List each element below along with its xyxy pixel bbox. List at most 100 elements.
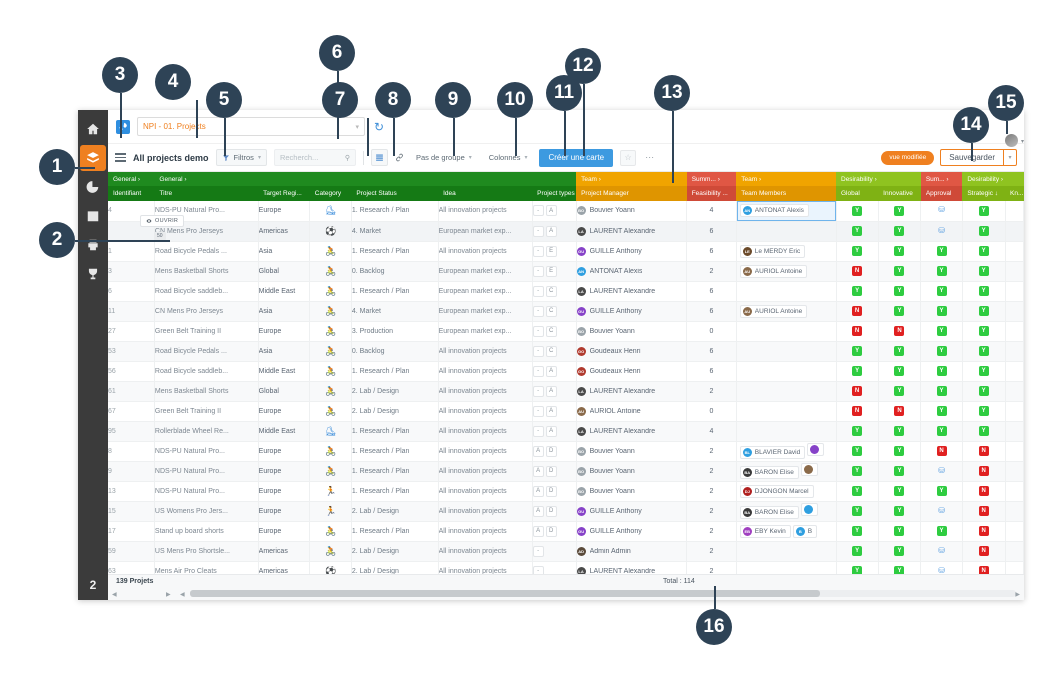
cell-innovative[interactable]: N bbox=[878, 401, 922, 422]
cell-global[interactable]: Y bbox=[836, 461, 879, 482]
cell-project-types[interactable]: - bbox=[532, 541, 577, 562]
cell-idea[interactable]: All innovation projects bbox=[438, 541, 533, 562]
cell-global[interactable]: Y bbox=[836, 521, 879, 542]
cell-project-types[interactable]: -C bbox=[532, 301, 577, 322]
cell-project-status[interactable]: 1. Research / Plan bbox=[351, 361, 439, 382]
cell-global[interactable]: N bbox=[836, 301, 879, 322]
cell-idea[interactable]: All innovation projects bbox=[438, 201, 533, 222]
group-header[interactable]: Sum... › bbox=[920, 172, 963, 186]
cell-project-status[interactable]: 1. Research / Plan bbox=[351, 201, 439, 222]
cell-approval[interactable]: Y bbox=[920, 281, 963, 302]
cell-strategic[interactable]: Y bbox=[962, 341, 1006, 362]
cell-strategic[interactable]: Y bbox=[962, 361, 1006, 382]
cell-category[interactable]: 🚴 bbox=[309, 461, 352, 482]
cell-project-status[interactable]: 1. Research / Plan bbox=[351, 281, 439, 302]
cell-approval[interactable]: Y bbox=[920, 401, 963, 422]
cell-knowledge[interactable] bbox=[1005, 381, 1024, 402]
cell-strategic[interactable]: Y bbox=[962, 321, 1006, 342]
cell-titre[interactable]: Stand up board shorts bbox=[154, 521, 259, 542]
cell-identifiant[interactable]: 61 bbox=[108, 381, 155, 402]
cell-feasibility[interactable]: 2 bbox=[686, 501, 737, 522]
cell-feasibility[interactable]: 6 bbox=[686, 341, 737, 362]
cell-target-region[interactable]: Europe bbox=[258, 441, 311, 462]
create-card-button[interactable]: Créer une carte bbox=[539, 148, 614, 167]
cell-category[interactable]: 🚴 bbox=[309, 321, 352, 342]
cell-team-members[interactable] bbox=[736, 321, 837, 342]
cell-titre[interactable]: US Womens Pro Jers... bbox=[154, 501, 259, 522]
table-density-button[interactable] bbox=[370, 149, 388, 166]
scroll-left-icon-2[interactable]: ◀ bbox=[180, 592, 185, 598]
cell-idea[interactable]: All innovation projects bbox=[438, 401, 533, 422]
column-header[interactable]: Strategic ↓ bbox=[962, 186, 1005, 201]
cell-knowledge[interactable] bbox=[1005, 241, 1024, 262]
cell-approval[interactable]: Y bbox=[920, 261, 963, 282]
cell-innovative[interactable]: Y bbox=[878, 261, 922, 282]
menu-burger-icon[interactable] bbox=[115, 153, 126, 162]
cell-titre[interactable]: Road Bicycle saddleb... bbox=[154, 361, 259, 382]
cell-target-region[interactable]: Global bbox=[258, 261, 311, 282]
cell-target-region[interactable]: Global bbox=[258, 381, 311, 402]
group-by-button[interactable]: Pas de groupe ▾ bbox=[411, 149, 477, 166]
cell-global[interactable]: N bbox=[836, 261, 879, 282]
cell-idea[interactable]: All innovation projects bbox=[438, 441, 533, 462]
cell-innovative[interactable]: Y bbox=[878, 201, 922, 222]
horizontal-scrollbar[interactable] bbox=[190, 590, 1016, 597]
cell-strategic[interactable]: N bbox=[962, 441, 1006, 462]
cell-project-status[interactable]: 1. Research / Plan bbox=[351, 461, 439, 482]
column-header[interactable]: Feasibility ... bbox=[686, 186, 737, 201]
more-options-icon[interactable]: ⋯ bbox=[645, 152, 655, 162]
cell-project-types[interactable]: -E bbox=[532, 261, 577, 282]
scroll-right-icon[interactable]: ▶ bbox=[166, 592, 171, 598]
cell-category[interactable]: 🚴 bbox=[309, 401, 352, 422]
cell-target-region[interactable]: Middle East bbox=[258, 421, 311, 442]
cell-strategic[interactable]: N bbox=[962, 541, 1006, 562]
cell-approval[interactable]: Y bbox=[920, 341, 963, 362]
column-header[interactable]: Project Status bbox=[351, 186, 439, 201]
cell-identifiant[interactable]: 17 bbox=[108, 521, 155, 542]
column-header[interactable]: Identifiant bbox=[108, 186, 155, 201]
cell-global[interactable]: Y bbox=[836, 281, 879, 302]
cell-category[interactable]: ⚽ bbox=[309, 221, 352, 242]
cell-project-status[interactable]: 2. Lab / Design bbox=[351, 401, 439, 422]
cell-idea[interactable]: European market exp... bbox=[438, 321, 533, 342]
cell-knowledge[interactable] bbox=[1005, 341, 1024, 362]
cell-project-status[interactable]: 2. Lab / Design bbox=[351, 381, 439, 402]
cell-knowledge[interactable] bbox=[1005, 541, 1024, 562]
column-header[interactable]: Project types bbox=[532, 186, 577, 201]
cell-category[interactable]: 🚴 bbox=[309, 381, 352, 402]
cell-identifiant[interactable]: 13 bbox=[108, 481, 155, 502]
cell-approval[interactable]: N bbox=[920, 441, 963, 462]
cell-feasibility[interactable]: 6 bbox=[686, 361, 737, 382]
cell-team-members[interactable] bbox=[736, 541, 837, 562]
cell-innovative[interactable]: Y bbox=[878, 521, 922, 542]
group-header[interactable]: Desirability › bbox=[962, 172, 1024, 186]
cell-target-region[interactable]: Middle East bbox=[258, 281, 311, 302]
cell-target-region[interactable]: Asia bbox=[258, 241, 311, 262]
cell-target-region[interactable]: Asia bbox=[258, 341, 311, 362]
cell-knowledge[interactable] bbox=[1005, 221, 1024, 242]
group-header[interactable]: General › bbox=[108, 172, 155, 186]
cell-approval[interactable]: ⛁ bbox=[920, 461, 963, 482]
cell-knowledge[interactable] bbox=[1005, 481, 1024, 502]
cell-feasibility[interactable]: 0 bbox=[686, 401, 737, 422]
cell-project-status[interactable]: 1. Research / Plan bbox=[351, 421, 439, 442]
cell-knowledge[interactable] bbox=[1005, 401, 1024, 422]
group-header[interactable]: Summ... › bbox=[686, 172, 737, 186]
cell-category[interactable]: 🚴 bbox=[309, 541, 352, 562]
